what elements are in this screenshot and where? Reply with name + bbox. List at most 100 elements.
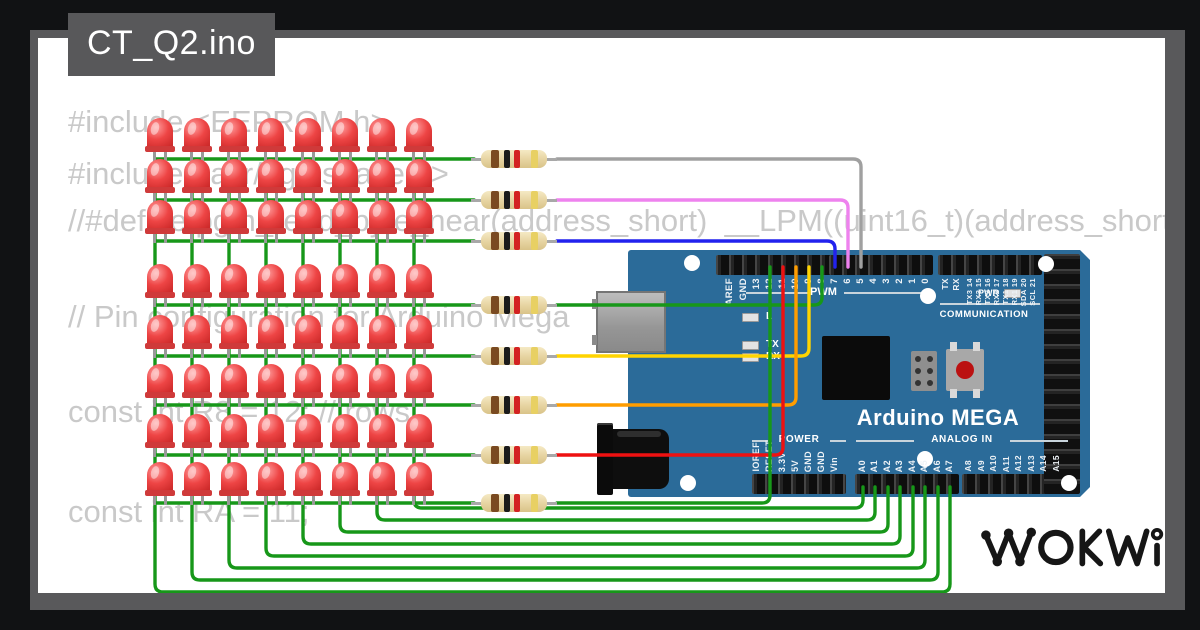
- led[interactable]: [404, 414, 434, 457]
- led[interactable]: [293, 462, 323, 505]
- led-body[interactable]: [258, 315, 284, 348]
- led-body[interactable]: [221, 264, 247, 297]
- arduino-mega-board[interactable]: PWM COMMUNICATION PWR L TX RX: [628, 250, 1090, 497]
- led-body[interactable]: [184, 462, 210, 495]
- led-body[interactable]: [369, 118, 395, 151]
- led[interactable]: [293, 414, 323, 457]
- led[interactable]: [219, 364, 249, 407]
- led[interactable]: [182, 364, 212, 407]
- led-body[interactable]: [221, 200, 247, 233]
- led-body[interactable]: [332, 462, 358, 495]
- led[interactable]: [145, 462, 175, 505]
- led-body[interactable]: [406, 462, 432, 495]
- led-body[interactable]: [295, 159, 321, 192]
- led-body[interactable]: [295, 315, 321, 348]
- led[interactable]: [404, 159, 434, 202]
- led[interactable]: [293, 159, 323, 202]
- led[interactable]: [219, 264, 249, 307]
- led-body[interactable]: [147, 159, 173, 192]
- led-body[interactable]: [406, 364, 432, 397]
- led[interactable]: [256, 364, 286, 407]
- led-body[interactable]: [406, 200, 432, 233]
- led-body[interactable]: [369, 264, 395, 297]
- led[interactable]: [182, 159, 212, 202]
- led[interactable]: [330, 414, 360, 457]
- led-body[interactable]: [147, 462, 173, 495]
- led-body[interactable]: [332, 414, 358, 447]
- resistor[interactable]: [471, 190, 557, 210]
- led[interactable]: [404, 364, 434, 407]
- led-body[interactable]: [406, 118, 432, 151]
- led-body[interactable]: [332, 200, 358, 233]
- led[interactable]: [145, 315, 175, 358]
- led[interactable]: [293, 364, 323, 407]
- analog-header-2[interactable]: [962, 474, 1070, 494]
- led-body[interactable]: [369, 462, 395, 495]
- led[interactable]: [256, 462, 286, 505]
- led-body[interactable]: [295, 200, 321, 233]
- led[interactable]: [182, 264, 212, 307]
- led[interactable]: [145, 200, 175, 243]
- led[interactable]: [256, 159, 286, 202]
- led[interactable]: [145, 364, 175, 407]
- led-body[interactable]: [295, 364, 321, 397]
- led[interactable]: [182, 118, 212, 161]
- led-body[interactable]: [406, 315, 432, 348]
- led[interactable]: [404, 118, 434, 161]
- led-body[interactable]: [184, 200, 210, 233]
- led[interactable]: [219, 315, 249, 358]
- led-body[interactable]: [332, 364, 358, 397]
- led-body[interactable]: [258, 364, 284, 397]
- led[interactable]: [367, 159, 397, 202]
- led-body[interactable]: [258, 159, 284, 192]
- power-header[interactable]: [752, 474, 846, 494]
- led[interactable]: [145, 159, 175, 202]
- led[interactable]: [330, 200, 360, 243]
- led-body[interactable]: [369, 315, 395, 348]
- led[interactable]: [330, 118, 360, 161]
- resistor[interactable]: [471, 395, 557, 415]
- led-body[interactable]: [184, 364, 210, 397]
- led-body[interactable]: [221, 118, 247, 151]
- led[interactable]: [404, 462, 434, 505]
- led[interactable]: [182, 462, 212, 505]
- led-body[interactable]: [184, 159, 210, 192]
- led-body[interactable]: [221, 462, 247, 495]
- led[interactable]: [293, 118, 323, 161]
- led[interactable]: [182, 315, 212, 358]
- led-body[interactable]: [147, 364, 173, 397]
- led[interactable]: [293, 315, 323, 358]
- led[interactable]: [145, 264, 175, 307]
- led-body[interactable]: [184, 118, 210, 151]
- led[interactable]: [256, 200, 286, 243]
- led-body[interactable]: [369, 364, 395, 397]
- led[interactable]: [219, 159, 249, 202]
- communication-header[interactable]: [938, 255, 1042, 275]
- resistor[interactable]: [471, 231, 557, 251]
- led[interactable]: [367, 414, 397, 457]
- led-body[interactable]: [184, 264, 210, 297]
- resistor[interactable]: [471, 346, 557, 366]
- led-body[interactable]: [184, 414, 210, 447]
- led[interactable]: [367, 462, 397, 505]
- reset-button-cap[interactable]: [956, 361, 974, 379]
- resistor[interactable]: [471, 295, 557, 315]
- led[interactable]: [219, 462, 249, 505]
- led-body[interactable]: [332, 159, 358, 192]
- led-body[interactable]: [147, 200, 173, 233]
- led[interactable]: [145, 414, 175, 457]
- led-body[interactable]: [258, 414, 284, 447]
- led[interactable]: [367, 364, 397, 407]
- led-body[interactable]: [147, 315, 173, 348]
- led-body[interactable]: [332, 118, 358, 151]
- led[interactable]: [182, 414, 212, 457]
- led[interactable]: [256, 414, 286, 457]
- led-body[interactable]: [295, 118, 321, 151]
- led[interactable]: [330, 159, 360, 202]
- resistor[interactable]: [471, 445, 557, 465]
- led[interactable]: [330, 264, 360, 307]
- led-body[interactable]: [332, 315, 358, 348]
- led[interactable]: [219, 200, 249, 243]
- led-body[interactable]: [258, 462, 284, 495]
- led-body[interactable]: [221, 159, 247, 192]
